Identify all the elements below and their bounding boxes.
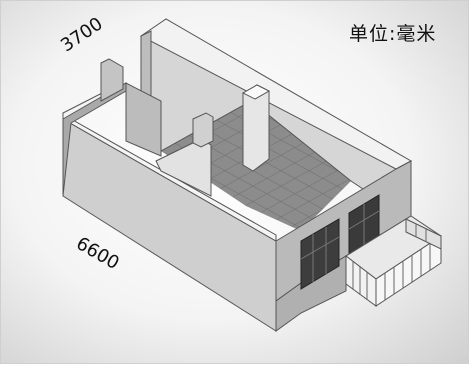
back-corner-stub	[100, 58, 124, 102]
window-left	[300, 218, 340, 290]
interior-partition-top	[241, 84, 271, 100]
balcony-railing-side	[375, 235, 442, 307]
unit-label: 单位:毫米	[349, 23, 437, 45]
balcony-railing-front	[345, 254, 377, 307]
balcony-railing-back	[405, 218, 442, 250]
bathroom-wall-back	[125, 82, 162, 157]
bathroom-door-post	[192, 112, 214, 148]
